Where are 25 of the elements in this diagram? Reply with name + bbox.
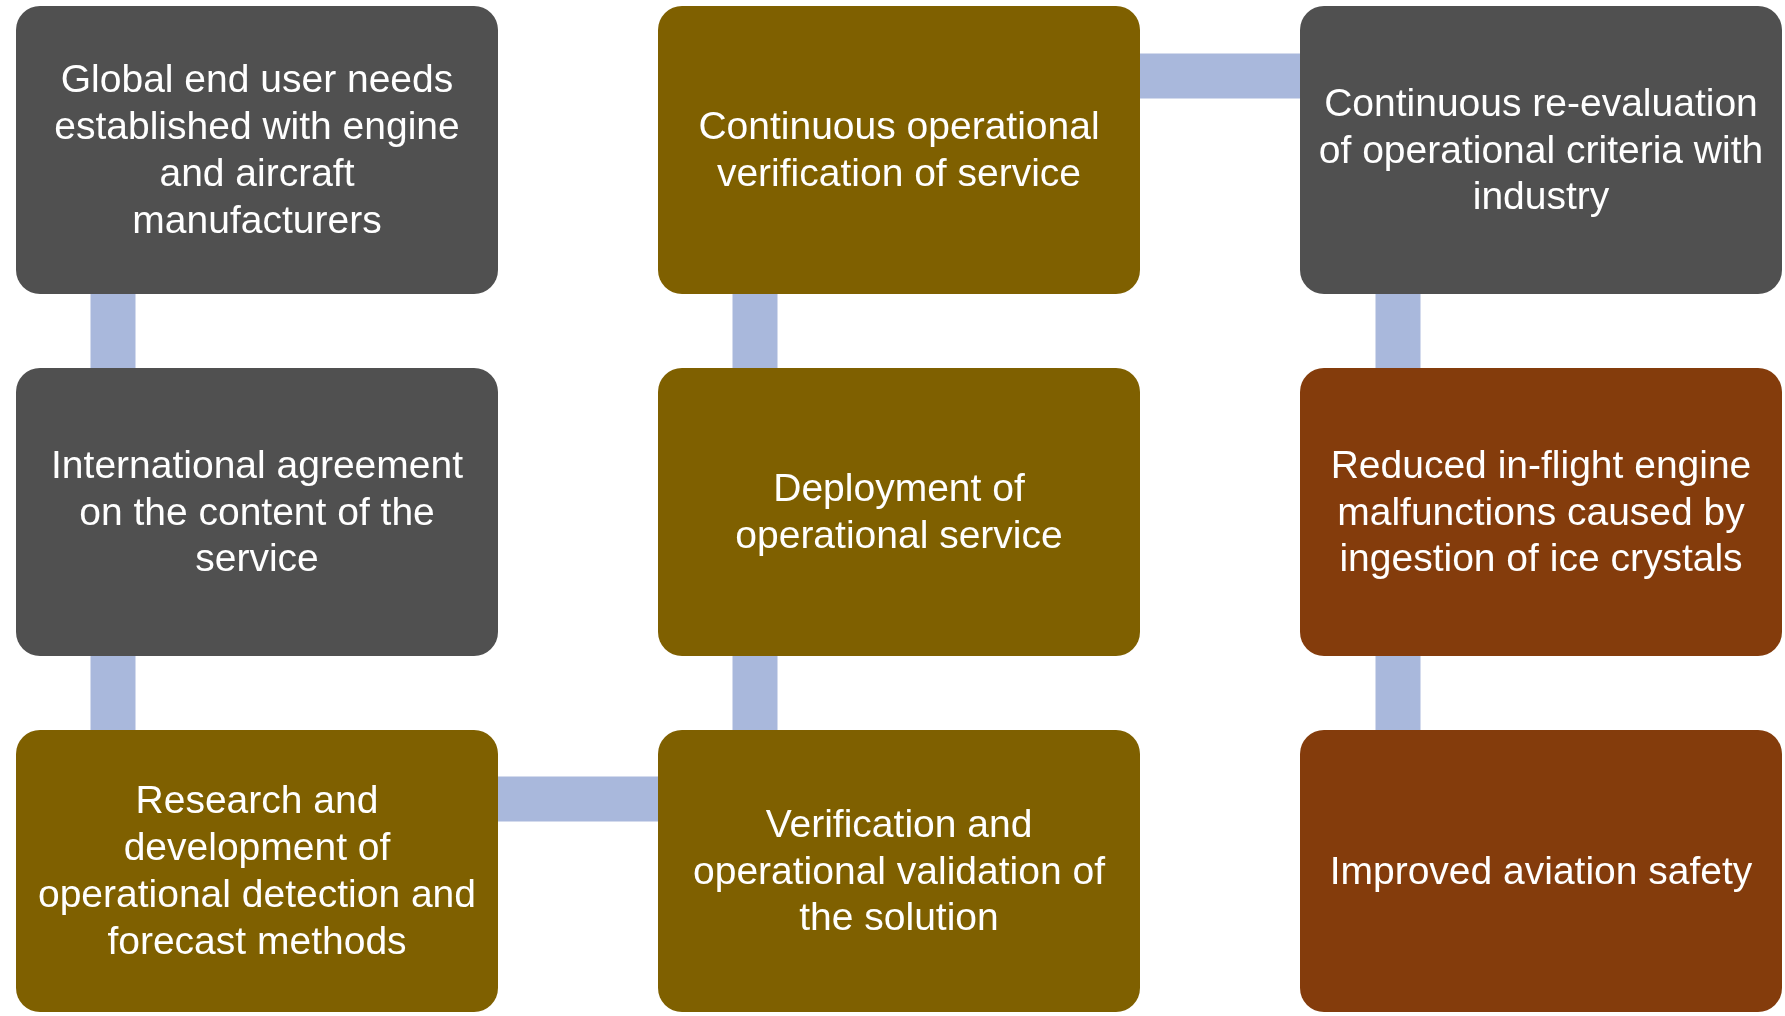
connector-bar [732, 656, 778, 730]
step-text: Reduced in-flight engine malfunctions caused by ingestion of ice crystals [1329, 441, 1753, 582]
process-box [658, 6, 1140, 294]
connector-bar [498, 776, 658, 822]
process-box [1300, 730, 1782, 1012]
process-box [1300, 6, 1782, 294]
process-box [16, 6, 498, 294]
connector-bar [90, 294, 136, 368]
step-text: Research and development of operational detection and forecast methods [37, 777, 477, 964]
process-box [16, 368, 498, 656]
connector-bar [90, 656, 136, 730]
process-box [1300, 368, 1782, 656]
connector-bar [1140, 53, 1300, 99]
connector-bar [1375, 294, 1421, 368]
step-text: Verification and operational validation of the solution [692, 800, 1106, 941]
step-text: Continuous re-evaluation of operational criteria with industry [1317, 79, 1765, 220]
process-box [658, 730, 1140, 1012]
process-box [658, 368, 1140, 656]
connector-bar [732, 294, 778, 368]
step-text: Improved aviation safety [1329, 847, 1753, 894]
process-box [16, 730, 498, 1012]
step-text: International agreement on the content of the service [50, 441, 464, 582]
step-text: Continuous operational verification of service [697, 103, 1101, 196]
step-text: Deployment of operational service [734, 465, 1064, 558]
step-text: Global end user needs established with engine and aircraft manufacturers [53, 56, 461, 243]
